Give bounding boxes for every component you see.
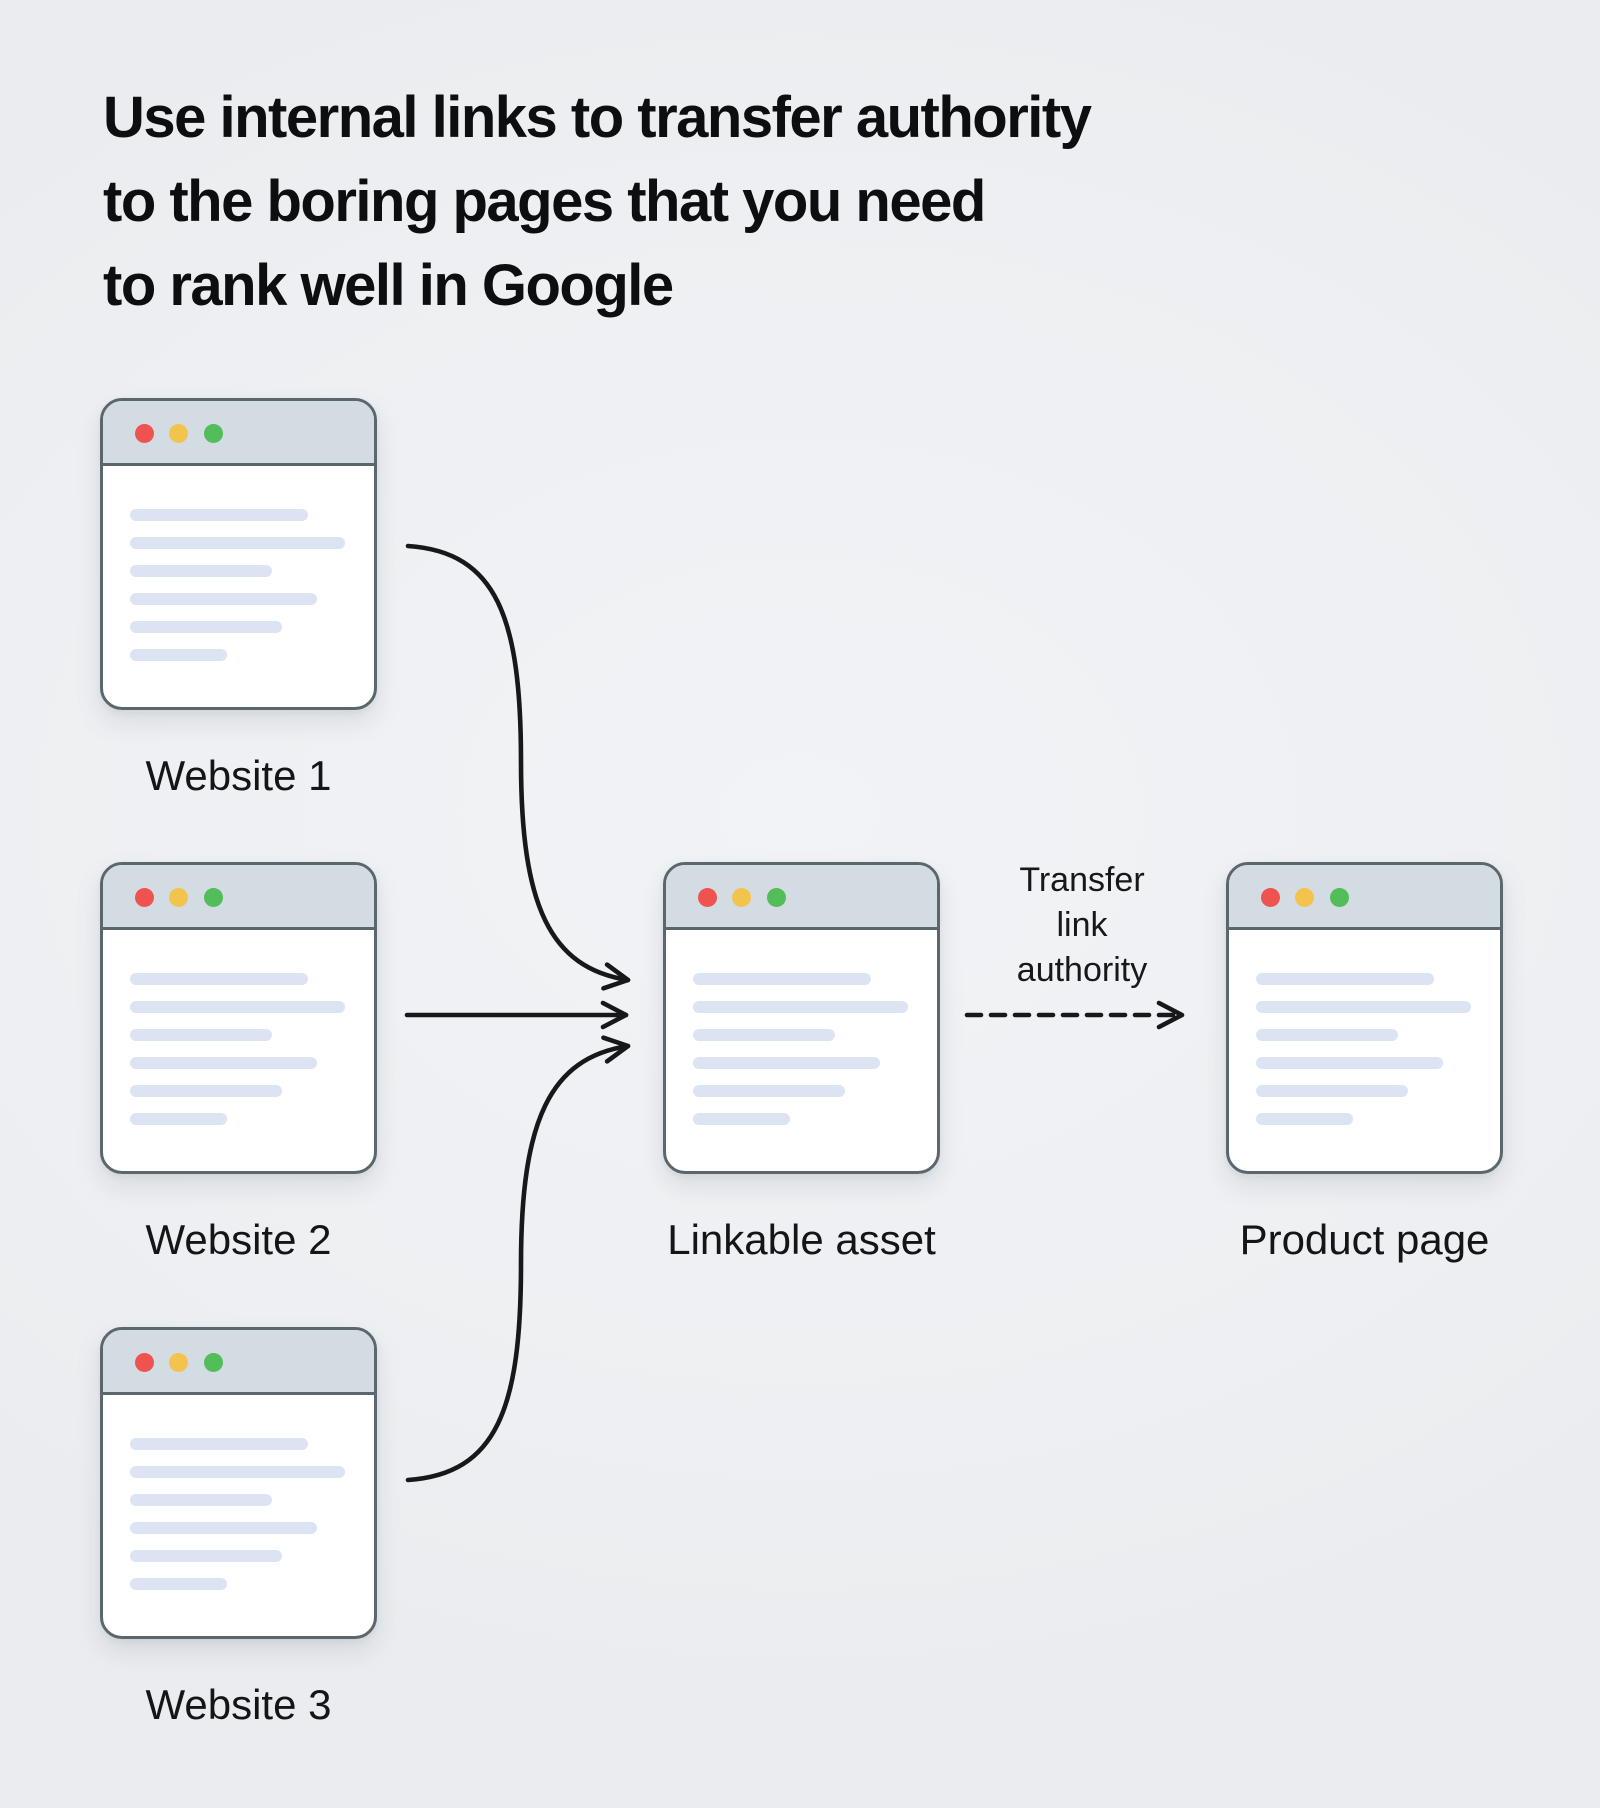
- transfer-label-line: Transfer: [1019, 861, 1145, 899]
- node-label-website-3: Website 3: [145, 1681, 332, 1728]
- minimize-dot-icon: [169, 888, 188, 907]
- arrow-website1-to-linkable-asset: [405, 543, 631, 991]
- skeleton-text-line: [130, 973, 308, 985]
- window-titlebar: [103, 401, 374, 466]
- skeleton-text-line: [693, 1113, 790, 1125]
- skeleton-text-line: [130, 509, 308, 521]
- node-label-linkable-asset: Linkable asset: [667, 1216, 936, 1263]
- skeleton-text-line: [130, 621, 282, 633]
- title-line: to the boring pages that you need: [103, 169, 986, 234]
- window-titlebar: [1229, 865, 1500, 930]
- skeleton-text-line: [130, 1466, 345, 1478]
- skeleton-text-line: [130, 593, 317, 605]
- close-dot-icon: [1261, 888, 1280, 907]
- skeleton-text-line: [130, 649, 227, 661]
- page-title: Use internal links to transfer authority…: [103, 76, 1363, 328]
- zoom-dot-icon: [1330, 888, 1349, 907]
- skeleton-text-line: [130, 1001, 345, 1013]
- title-line: Use internal links to transfer authority: [103, 85, 1092, 150]
- title-line: to rank well in Google: [103, 253, 674, 318]
- skeleton-text-line: [693, 1001, 908, 1013]
- transfer-link-authority-label: Transfer link authority: [932, 858, 1232, 993]
- minimize-dot-icon: [169, 1353, 188, 1372]
- close-dot-icon: [135, 424, 154, 443]
- transfer-label-line: authority: [1016, 951, 1148, 989]
- browser-window-website-2: [100, 862, 377, 1174]
- skeleton-text-line: [130, 1029, 272, 1041]
- zoom-dot-icon: [204, 888, 223, 907]
- skeleton-text-line: [130, 1438, 308, 1450]
- window-titlebar: [103, 865, 374, 930]
- close-dot-icon: [698, 888, 717, 907]
- skeleton-text-line: [1256, 973, 1434, 985]
- arrow-website3-to-linkable-asset: [405, 1035, 631, 1483]
- zoom-dot-icon: [204, 424, 223, 443]
- skeleton-text-line: [130, 537, 345, 549]
- browser-window-website-1: [100, 398, 377, 710]
- browser-window-product-page: [1226, 862, 1503, 1174]
- window-titlebar: [103, 1330, 374, 1395]
- node-label-product-page: Product page: [1239, 1216, 1490, 1263]
- browser-window-linkable-asset: [663, 862, 940, 1174]
- skeleton-text-line: [130, 1057, 317, 1069]
- skeleton-text-line: [130, 1113, 227, 1125]
- close-dot-icon: [135, 1353, 154, 1372]
- skeleton-text-line: [1256, 1085, 1408, 1097]
- skeleton-text-line: [130, 1550, 282, 1562]
- window-titlebar: [666, 865, 937, 930]
- skeleton-text-line: [693, 1057, 880, 1069]
- skeleton-text-line: [1256, 1029, 1398, 1041]
- skeleton-text-line: [693, 1085, 845, 1097]
- skeleton-text-line: [693, 1029, 835, 1041]
- node-label-website-1: Website 1: [145, 752, 332, 799]
- zoom-dot-icon: [767, 888, 786, 907]
- node-label-website-2: Website 2: [145, 1216, 332, 1263]
- skeleton-text-line: [130, 1522, 317, 1534]
- skeleton-text-line: [130, 565, 272, 577]
- browser-window-website-3: [100, 1327, 377, 1639]
- zoom-dot-icon: [204, 1353, 223, 1372]
- minimize-dot-icon: [1295, 888, 1314, 907]
- skeleton-text-line: [693, 973, 871, 985]
- skeleton-text-line: [1256, 1113, 1353, 1125]
- minimize-dot-icon: [169, 424, 188, 443]
- skeleton-text-line: [130, 1085, 282, 1097]
- close-dot-icon: [135, 888, 154, 907]
- skeleton-text-line: [1256, 1057, 1443, 1069]
- skeleton-text-line: [130, 1578, 227, 1590]
- minimize-dot-icon: [732, 888, 751, 907]
- skeleton-text-line: [130, 1494, 272, 1506]
- transfer-label-line: link: [1056, 906, 1108, 944]
- skeleton-text-line: [1256, 1001, 1471, 1013]
